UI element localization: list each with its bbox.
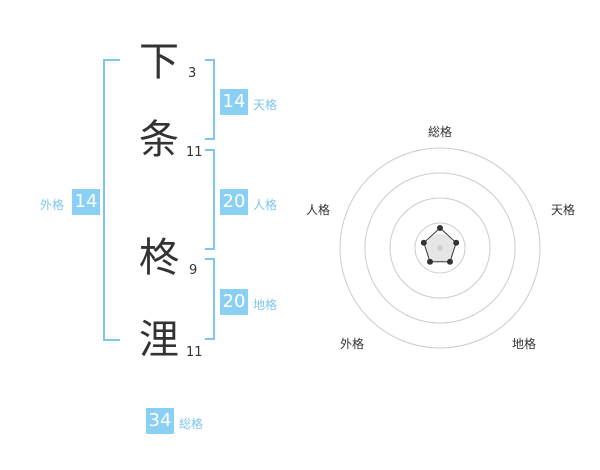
stroke-count-2: 11 bbox=[186, 145, 203, 160]
radar-axis-label-gaikaku: 外格 bbox=[339, 337, 364, 351]
gaikaku-label: 外格 bbox=[40, 198, 65, 212]
radar-chart bbox=[339, 147, 541, 349]
radar-point-1 bbox=[437, 225, 443, 231]
jinkaku-badge: 20 bbox=[220, 189, 248, 215]
radar-axis-label-jinkaku: 人格 bbox=[305, 203, 330, 217]
tenkaku-bracket bbox=[205, 59, 215, 140]
soukaku-badge: 34 bbox=[146, 408, 174, 434]
name-char-4: 浬 bbox=[139, 317, 179, 363]
name-char-2: 条 bbox=[139, 117, 179, 163]
jinkaku-label: 人格 bbox=[253, 198, 278, 212]
chikaku-bracket bbox=[205, 258, 215, 340]
radar-ring bbox=[389, 197, 491, 299]
stroke-count-1: 3 bbox=[188, 66, 197, 81]
radar-point-4 bbox=[427, 258, 434, 265]
gaikaku-bracket bbox=[103, 59, 120, 341]
radar-point-3 bbox=[446, 258, 453, 265]
chikaku-label: 地格 bbox=[253, 298, 278, 312]
soukaku-label: 総格 bbox=[179, 417, 204, 431]
radar-ring bbox=[414, 222, 466, 274]
radar-axis-label-tenkaku: 天格 bbox=[550, 203, 575, 217]
radar-axis-label-soukaku: 総格 bbox=[427, 125, 452, 139]
radar-axis-label-chikaku: 地格 bbox=[511, 337, 536, 351]
radar-ring bbox=[364, 172, 516, 324]
chikaku-badge: 20 bbox=[220, 289, 248, 315]
tenkaku-label: 天格 bbox=[253, 98, 278, 112]
stroke-count-4: 11 bbox=[186, 345, 203, 360]
radar-ring bbox=[339, 147, 541, 349]
radar-point-5 bbox=[420, 239, 427, 246]
stroke-count-3: 9 bbox=[189, 263, 198, 278]
name-char-1: 下 bbox=[139, 39, 179, 85]
name-char-3: 柊 bbox=[139, 235, 179, 281]
radar-center-dot bbox=[437, 245, 443, 251]
tenkaku-badge: 14 bbox=[220, 89, 248, 115]
gaikaku-badge: 14 bbox=[72, 189, 100, 215]
radar-polygon bbox=[423, 227, 457, 263]
jinkaku-bracket bbox=[205, 149, 215, 250]
radar-point-2 bbox=[453, 239, 460, 246]
